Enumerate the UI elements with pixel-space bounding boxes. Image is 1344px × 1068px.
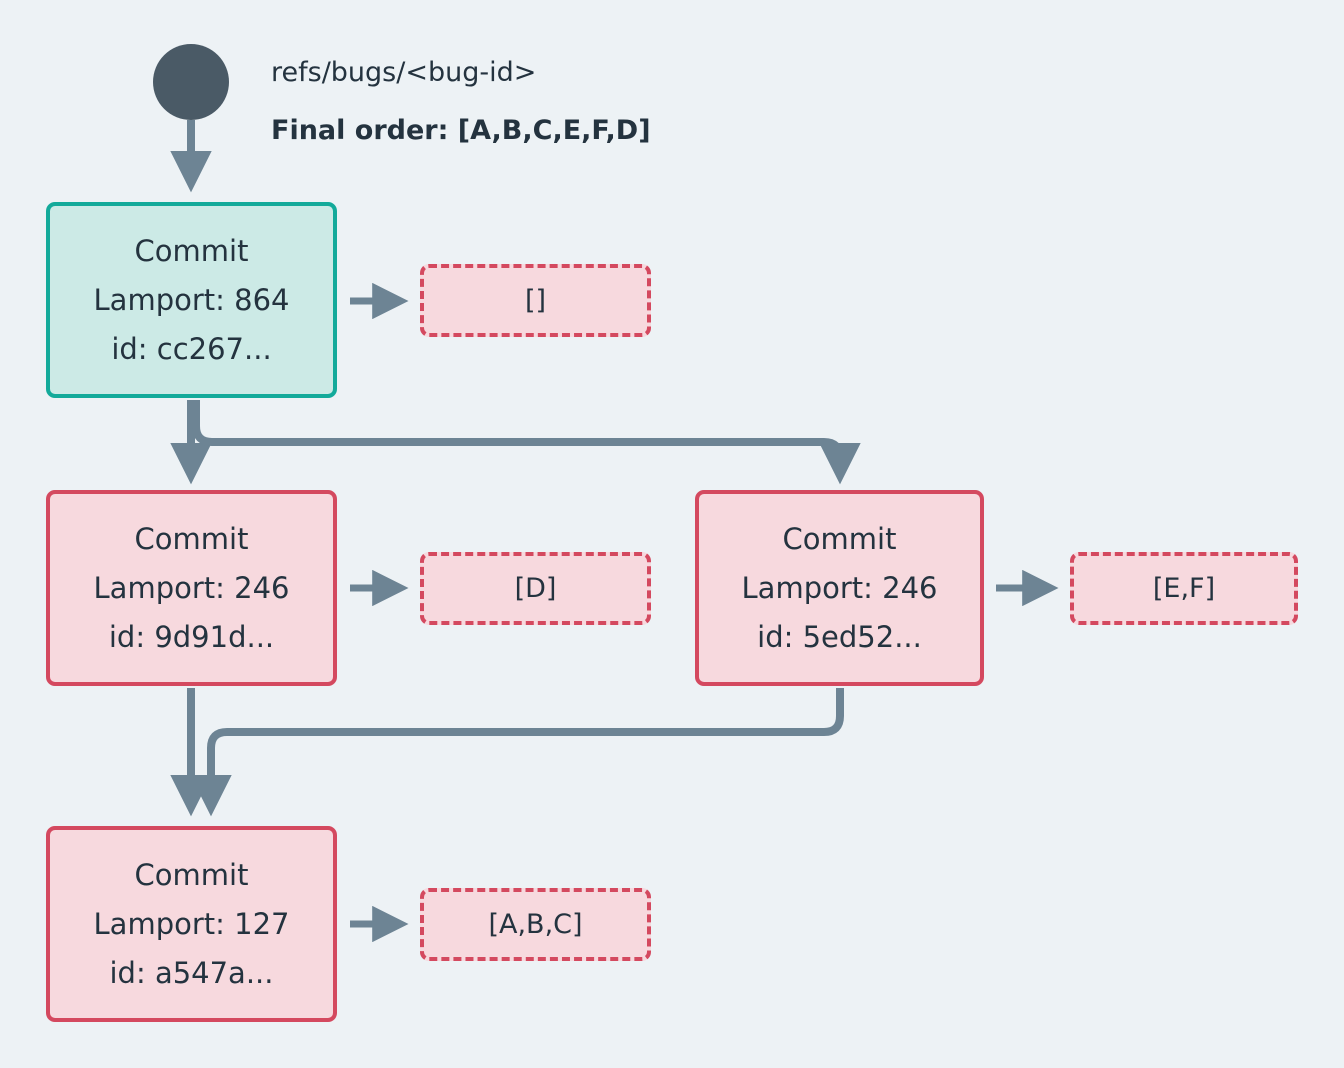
ops-box-ef[interactable]: [E,F] [1070, 552, 1298, 625]
ops-box-label: [D] [514, 573, 557, 604]
ops-box-label: [A,B,C] [488, 909, 583, 940]
final-order-label: Final order: [A,B,C,E,F,D] [271, 115, 651, 146]
commit-node-lamport: Lamport: 246 [741, 570, 938, 605]
ops-box-abc[interactable]: [A,B,C] [420, 888, 651, 961]
commit-node-lamport: Lamport: 127 [93, 906, 290, 941]
commit-node-a547a[interactable]: Commit Lamport: 127 id: a547a... [46, 826, 337, 1022]
commit-node-id: id: a547a... [109, 955, 274, 990]
commit-node-lamport: Lamport: 864 [93, 282, 290, 317]
commit-node-title: Commit [134, 857, 249, 892]
ops-box-label: [] [524, 285, 547, 316]
ops-box-empty[interactable]: [] [420, 264, 651, 337]
commit-node-id: id: 5ed52... [757, 619, 922, 654]
commit-node-cc267[interactable]: Commit Lamport: 864 id: cc267... [46, 202, 337, 398]
ops-box-label: [E,F] [1152, 573, 1216, 604]
commit-node-title: Commit [782, 521, 897, 556]
edge-n1-to-n3 [192, 400, 861, 485]
ref-path-label: refs/bugs/<bug-id> [271, 57, 537, 88]
commit-node-id: id: cc267... [111, 331, 272, 366]
start-circle-icon [153, 44, 229, 120]
commit-node-9d91d[interactable]: Commit Lamport: 246 id: 9d91d... [46, 490, 337, 686]
commit-node-id: id: 9d91d... [108, 619, 275, 654]
commit-node-5ed52[interactable]: Commit Lamport: 246 id: 5ed52... [695, 490, 984, 686]
ops-box-d[interactable]: [D] [420, 552, 651, 625]
edge-n3-to-n4 [190, 688, 844, 817]
commit-node-lamport: Lamport: 246 [93, 570, 290, 605]
commit-node-title: Commit [134, 521, 249, 556]
commit-node-title: Commit [134, 233, 249, 268]
